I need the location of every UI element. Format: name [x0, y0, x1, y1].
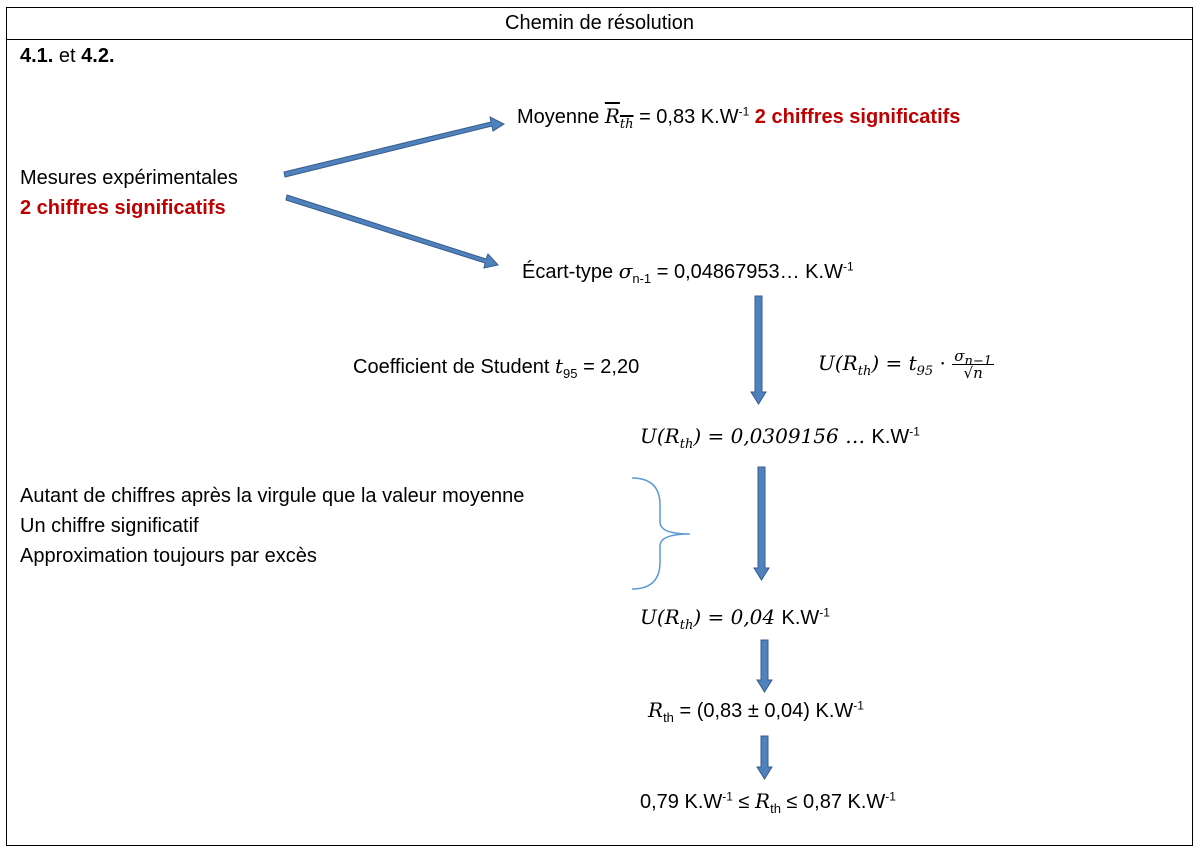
experimental-measures: Mesures expérimentales	[20, 167, 238, 189]
student-sub: 95	[563, 366, 578, 381]
mean-exp: -1	[738, 104, 750, 119]
student-line: Coefficient de Student t95 = 2,20	[353, 354, 640, 381]
student-symbol: t	[555, 354, 564, 378]
arrow-down-2	[753, 466, 770, 581]
uncertainty-rounded: U(Rth) = 0,04 K.W-1	[640, 605, 830, 633]
mean-note: 2 chiffres significatifs	[749, 106, 961, 128]
student-value: = 2,20	[577, 356, 640, 378]
formula-fraction: σn−1√n	[952, 347, 995, 382]
result-line: Rth = (0,83 ± 0,04) K.W-1	[648, 698, 864, 725]
section-label: 4.1. et 4.2.	[20, 45, 115, 68]
stddev-symbol: σ	[618, 259, 633, 283]
student-prefix: Coefficient de Student	[353, 356, 555, 378]
stddev-value: = 0,04867953… K.W	[651, 261, 843, 283]
interval-line: 0,79 K.W-1 ≤ Rth ≤ 0,87 K.W-1	[640, 789, 896, 816]
mean-prefix: Moyenne	[517, 106, 605, 128]
stddev-exp: -1	[842, 259, 854, 274]
section-mid: et	[53, 45, 82, 67]
mean-value: = 0,83 K.W	[633, 106, 739, 128]
brace-icon	[631, 477, 691, 590]
stddev-prefix: Écart-type	[522, 261, 619, 283]
mean-line: Moyenne Rth = 0,83 K.W-1 2 chiffres sign…	[517, 104, 961, 132]
mean-symbol: Rth	[604, 104, 634, 132]
arrow-down-1	[750, 295, 767, 405]
arrow-down-4	[756, 735, 773, 780]
stddev-line: Écart-type σn-1 = 0,04867953… K.W-1	[522, 259, 854, 286]
stddev-sub: n-1	[632, 271, 652, 286]
significant-figures-note: 2 chiffres significatifs	[20, 197, 226, 219]
uncertainty-formula: U(Rth) = t95 · σn−1√n	[818, 347, 995, 382]
section-a: 4.1.	[20, 45, 54, 67]
arrow-to-stddev	[285, 194, 499, 269]
rule-1: Autant de chiffres après la virgule que …	[20, 485, 525, 507]
uncertainty-raw: U(Rth) = 0,0309156 … K.W-1	[640, 424, 920, 452]
table-header: Chemin de résolution	[7, 8, 1192, 40]
arrow-to-mean	[283, 116, 506, 178]
section-b: 4.2.	[81, 45, 115, 67]
resolution-frame: Chemin de résolution	[6, 7, 1193, 846]
rule-2: Un chiffre significatif	[20, 515, 199, 537]
arrow-down-3	[756, 639, 773, 693]
rule-3: Approximation toujours par excès	[20, 545, 317, 567]
